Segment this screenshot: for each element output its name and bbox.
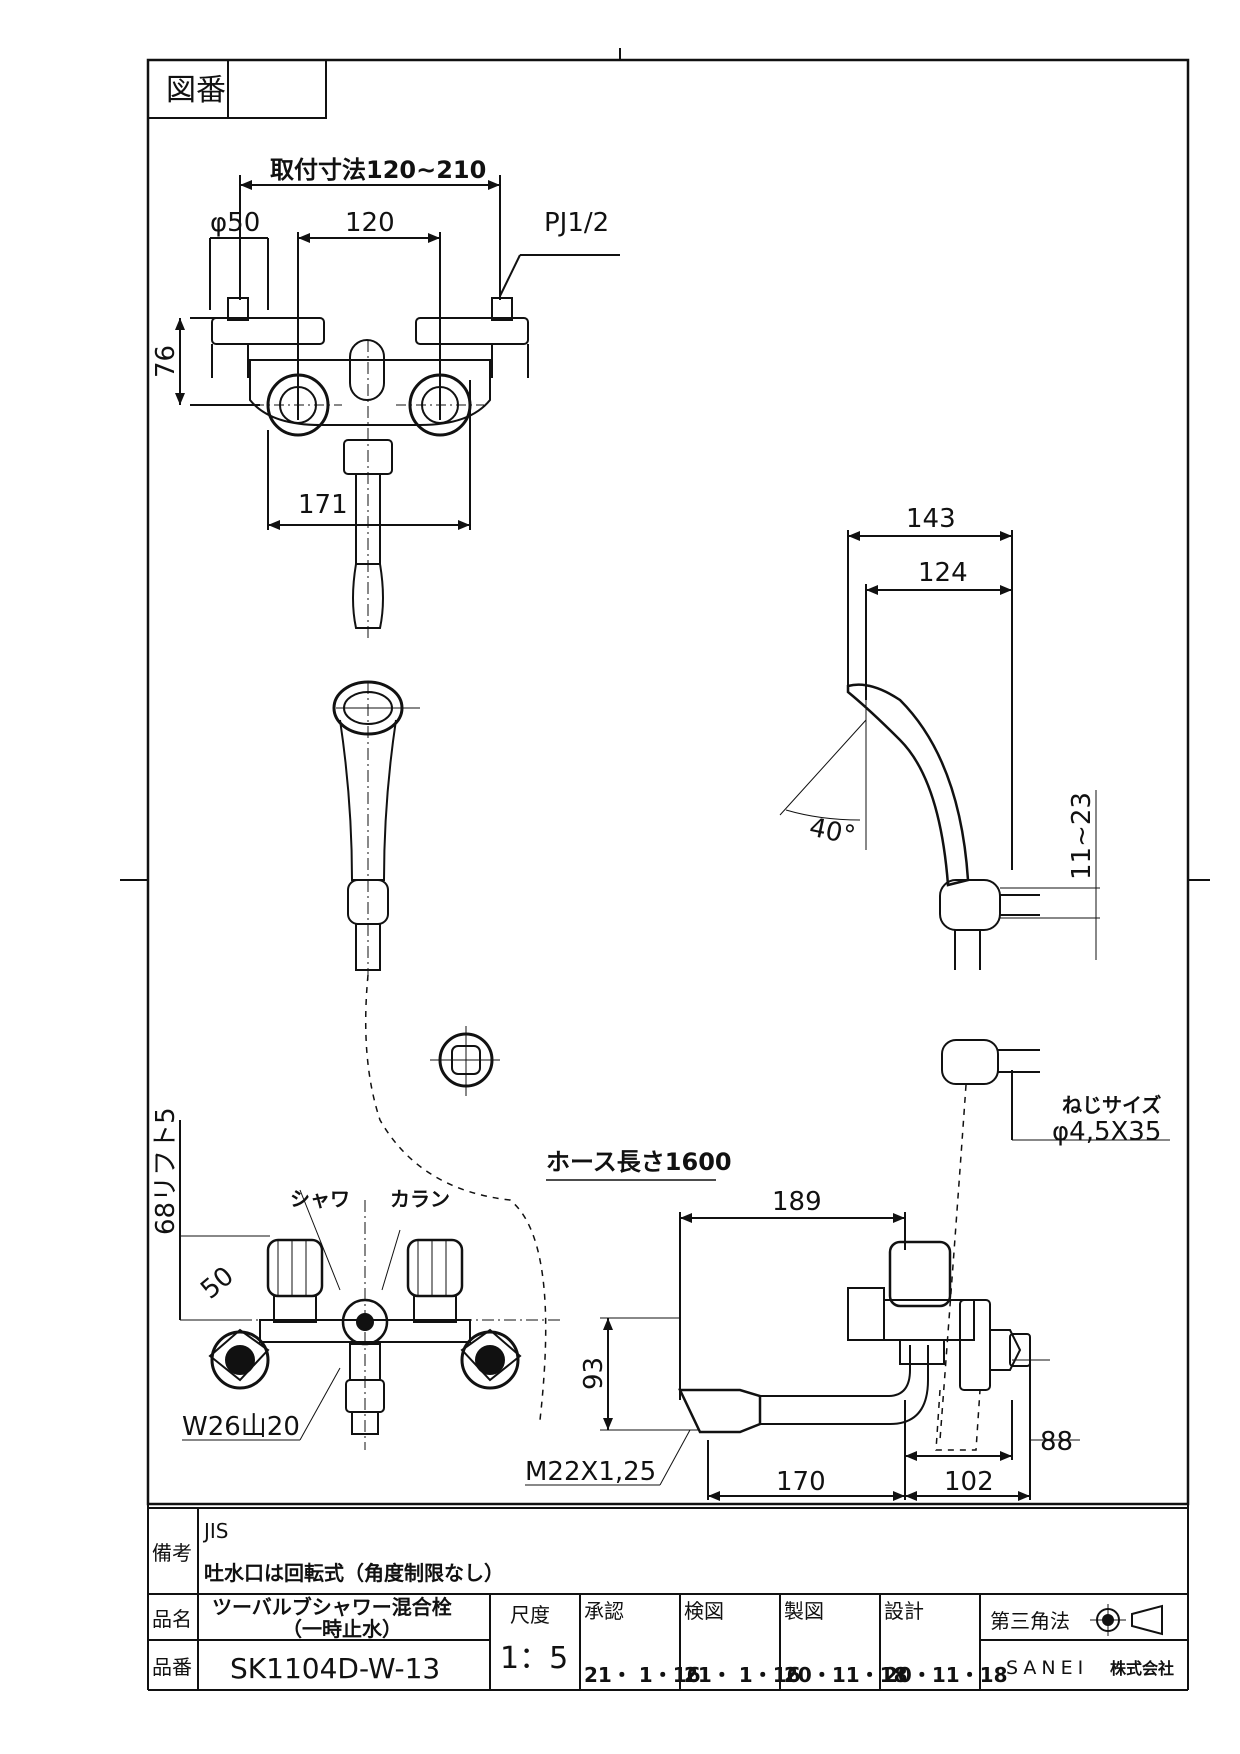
dim-171: 171 <box>298 490 348 520</box>
product-number: SK1104D-W-13 <box>230 1652 440 1685</box>
design-label: 設計 <box>884 1599 924 1623</box>
number-label: 品番 <box>152 1655 192 1679</box>
name-label: 品名 <box>152 1607 192 1631</box>
scale-label: 尺度 <box>510 1603 550 1627</box>
dim-88: 88 <box>1040 1427 1073 1457</box>
dim-11-23: 11~23 <box>1067 792 1097 880</box>
dim-124: 124 <box>918 558 968 588</box>
label-shower: シャワ <box>290 1187 350 1211</box>
screw-size-value: φ4,5X35 <box>1052 1117 1161 1147</box>
shower-head-front <box>332 680 547 1421</box>
product-name-1: ツーバルブシャワー混合栓 <box>212 1595 452 1619</box>
screw-size-label: ねじサイズ <box>1062 1093 1161 1117</box>
dim-170: 170 <box>776 1467 826 1497</box>
title-block <box>147 1504 1189 1691</box>
remarks-spout: 吐水口は回転式（角度制限なし） <box>204 1561 504 1585</box>
design-date: 20・11・18 <box>884 1663 1008 1687</box>
check-label: 検図 <box>684 1599 724 1623</box>
company-en: SANEI <box>1006 1657 1088 1679</box>
draw-date: 20・11・18 <box>784 1663 908 1687</box>
approve-date: 21・ 1・16 <box>584 1663 701 1687</box>
dim-angle-40: 40° <box>807 813 858 852</box>
dim-m22: M22X1,25 <box>525 1457 656 1487</box>
dim-phi50: φ50 <box>210 208 260 238</box>
remarks-label: 備考 <box>152 1541 192 1565</box>
projection-label: 第三角法 <box>990 1609 1070 1633</box>
dim-50b: 50 <box>195 1261 240 1305</box>
approve-label: 承認 <box>584 1599 624 1623</box>
drawing-no-box <box>147 59 327 119</box>
dim-w26: W26山20 <box>182 1412 300 1442</box>
product-name-2: （一時止水） <box>282 1617 402 1641</box>
dim-93: 93 <box>579 1357 609 1390</box>
faucet-front-view <box>179 1120 560 1450</box>
company-jp: 株式会社 <box>1110 1659 1174 1678</box>
dim-mount-range: 取付寸法120~210 <box>270 156 486 184</box>
dim-76: 76 <box>151 345 181 378</box>
drawing-border <box>146 58 1190 1506</box>
draw-label: 製図 <box>784 1599 824 1623</box>
remarks-jis: JIS <box>202 1519 229 1543</box>
faucet-side-view <box>525 1212 1080 1500</box>
dim-143: 143 <box>906 504 956 534</box>
shower-side-view <box>779 530 1170 1441</box>
dim-lift: 68リフト5 <box>151 1107 181 1235</box>
dim-189: 189 <box>772 1187 822 1217</box>
drawing-no-label: 図番 <box>166 73 226 108</box>
hanger-front-view <box>430 1026 500 1096</box>
label-karan: カラン <box>390 1187 450 1211</box>
hose-length: ホース長さ1600 <box>546 1148 732 1176</box>
dim-102: 102 <box>944 1467 994 1497</box>
scale-value: 1：5 <box>500 1641 568 1676</box>
dim-pj12: PJ1/2 <box>544 208 609 238</box>
check-date: 21・ 1・16 <box>684 1663 801 1687</box>
dim-120: 120 <box>345 208 395 238</box>
top-view <box>179 175 620 640</box>
